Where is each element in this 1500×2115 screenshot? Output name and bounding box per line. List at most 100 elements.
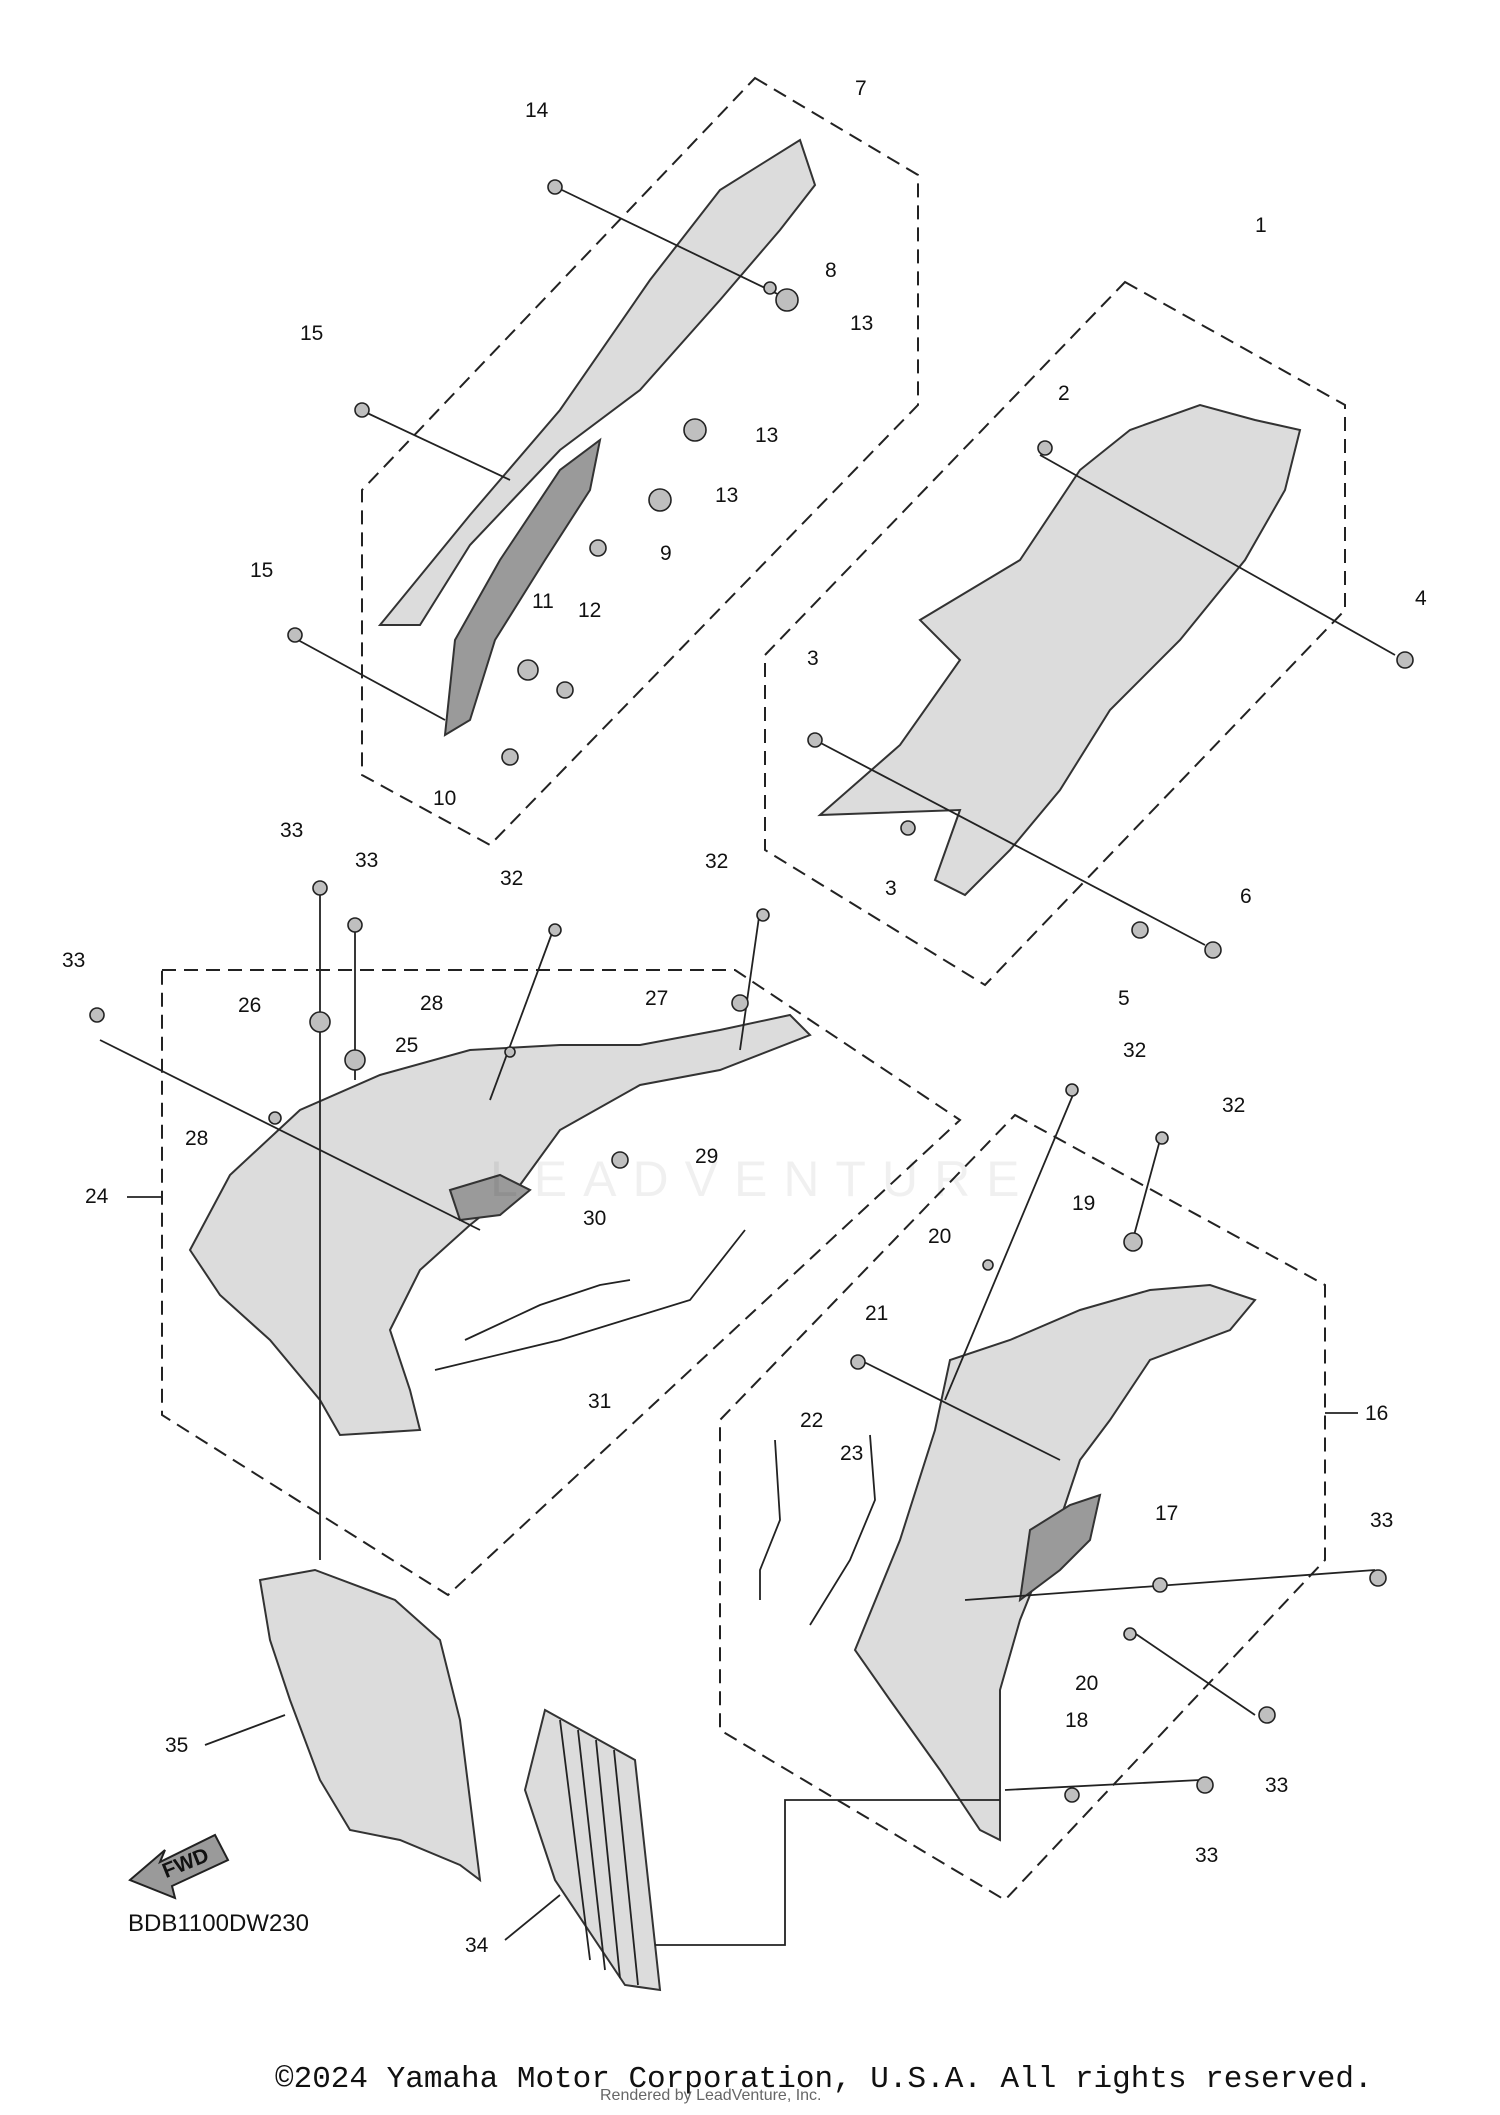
callout-4: 4 bbox=[1415, 587, 1427, 610]
callout-1: 1 bbox=[1255, 214, 1267, 237]
fastener-33d bbox=[1369, 1569, 1387, 1587]
callout-10: 10 bbox=[433, 787, 456, 810]
callout-34: 34 bbox=[465, 1934, 489, 1957]
fastener-26 bbox=[309, 1011, 331, 1033]
fastener-33c bbox=[89, 1007, 105, 1023]
callout-8: 8 bbox=[825, 259, 837, 282]
leader-lines bbox=[99, 189, 1396, 1946]
callout-13b: 13 bbox=[755, 424, 778, 447]
fastener-32d bbox=[1155, 1131, 1169, 1145]
render-credit: Rendered by LeadVenture, Inc. bbox=[600, 2087, 822, 2104]
callout-18: 18 bbox=[1065, 1709, 1088, 1732]
leader-34 bbox=[504, 1894, 561, 1941]
callout-13a: 13 bbox=[850, 312, 873, 335]
callout-14: 14 bbox=[525, 99, 549, 122]
callout-16: 16 bbox=[1365, 1402, 1388, 1425]
fastener-25 bbox=[344, 1049, 366, 1071]
fastener-27 bbox=[731, 994, 749, 1012]
fastener-13b bbox=[683, 418, 707, 442]
callout-20b: 20 bbox=[1075, 1672, 1098, 1695]
part-31-strip bbox=[434, 1229, 746, 1371]
callout-7: 7 bbox=[855, 77, 867, 100]
fasteners bbox=[89, 179, 1414, 1803]
callout-25: 25 bbox=[395, 1034, 418, 1057]
callouts: 1 2 3 3 4 5 6 7 8 9 10 11 12 13 13 13 14… bbox=[62, 77, 1427, 1957]
copyright-notice: ©2024 Yamaha Motor Corporation, U.S.A. A… bbox=[275, 2062, 1373, 2097]
fastener-4 bbox=[1396, 651, 1414, 669]
callout-6: 6 bbox=[1240, 885, 1252, 908]
fastener-33a bbox=[312, 880, 328, 896]
fastener-19 bbox=[1123, 1232, 1143, 1252]
fastener-3a bbox=[807, 732, 823, 748]
group-box-16 bbox=[719, 1113, 1326, 1902]
callout-15b: 15 bbox=[250, 559, 273, 582]
fastener-32b bbox=[756, 908, 770, 922]
callout-3b: 3 bbox=[885, 877, 897, 900]
part-22-strip bbox=[759, 1439, 781, 1600]
fastener-20b bbox=[1123, 1627, 1137, 1641]
watermark-text: LEADVENTURE bbox=[490, 1151, 1036, 1207]
fastener-12 bbox=[556, 681, 574, 699]
callout-22: 22 bbox=[800, 1409, 823, 1432]
group-box-24 bbox=[161, 969, 962, 1597]
fwd-arrow-icon bbox=[128, 1833, 230, 1900]
callout-23: 23 bbox=[840, 1442, 863, 1465]
fastener-10 bbox=[501, 748, 519, 766]
fastener-32a bbox=[548, 923, 562, 937]
leader-35 bbox=[204, 1714, 286, 1746]
callout-33a: 33 bbox=[280, 819, 303, 842]
fastener-28a bbox=[504, 1046, 516, 1058]
fastener-21 bbox=[850, 1354, 866, 1370]
callout-31: 31 bbox=[588, 1390, 611, 1413]
group-box-1 bbox=[764, 280, 1346, 987]
fastener-18 bbox=[1064, 1787, 1080, 1803]
callout-11: 11 bbox=[532, 590, 554, 613]
callout-33f: 33 bbox=[1195, 1844, 1218, 1867]
callout-9: 9 bbox=[660, 542, 672, 565]
fastener-17 bbox=[1152, 1577, 1168, 1593]
fastener-13a bbox=[775, 288, 799, 312]
fastener-14 bbox=[547, 179, 563, 195]
part-30-strip bbox=[464, 1279, 631, 1341]
callout-20a: 20 bbox=[928, 1225, 951, 1248]
part-7-bracket bbox=[377, 138, 817, 737]
part-34-radiator-grille bbox=[523, 1708, 662, 1992]
callout-32c: 32 bbox=[1123, 1039, 1146, 1062]
callout-3a: 3 bbox=[807, 647, 819, 670]
callout-26: 26 bbox=[238, 994, 261, 1017]
fastener-6 bbox=[1204, 941, 1222, 959]
callout-12: 12 bbox=[578, 599, 601, 622]
group-box-7 bbox=[361, 76, 919, 847]
callout-30: 30 bbox=[583, 1207, 606, 1230]
callout-13c: 13 bbox=[715, 484, 738, 507]
callout-21: 21 bbox=[865, 1302, 888, 1325]
part-24-cowl bbox=[188, 1013, 812, 1437]
fastener-9 bbox=[589, 539, 607, 557]
callout-27: 27 bbox=[645, 987, 668, 1010]
callout-5: 5 bbox=[1118, 987, 1130, 1010]
callout-29: 29 bbox=[695, 1145, 718, 1168]
callout-24: 24 bbox=[85, 1185, 109, 1208]
part-23-strip bbox=[809, 1434, 876, 1626]
fastener-13c bbox=[648, 488, 672, 512]
callout-2: 2 bbox=[1058, 382, 1070, 405]
diagram-code: BDB1100DW230 bbox=[128, 1910, 309, 1937]
part-35-screen bbox=[258, 1568, 482, 1883]
fastener-11 bbox=[517, 659, 539, 681]
callout-19: 19 bbox=[1072, 1192, 1095, 1215]
callout-35: 35 bbox=[165, 1734, 188, 1757]
callout-33c: 33 bbox=[62, 949, 85, 972]
fastener-15a bbox=[354, 402, 370, 418]
fastener-20a bbox=[982, 1259, 994, 1271]
callout-28a: 28 bbox=[420, 992, 443, 1015]
fastener-15b bbox=[287, 627, 303, 643]
part-1-side-cover bbox=[817, 403, 1302, 897]
fastener-28b bbox=[268, 1111, 282, 1125]
fastener-2 bbox=[1037, 440, 1053, 456]
callout-28b: 28 bbox=[185, 1127, 208, 1150]
fastener-33f bbox=[1196, 1776, 1214, 1794]
callout-32a: 32 bbox=[500, 867, 523, 890]
fastener-5 bbox=[1131, 921, 1149, 939]
callout-33d: 33 bbox=[1370, 1509, 1393, 1532]
